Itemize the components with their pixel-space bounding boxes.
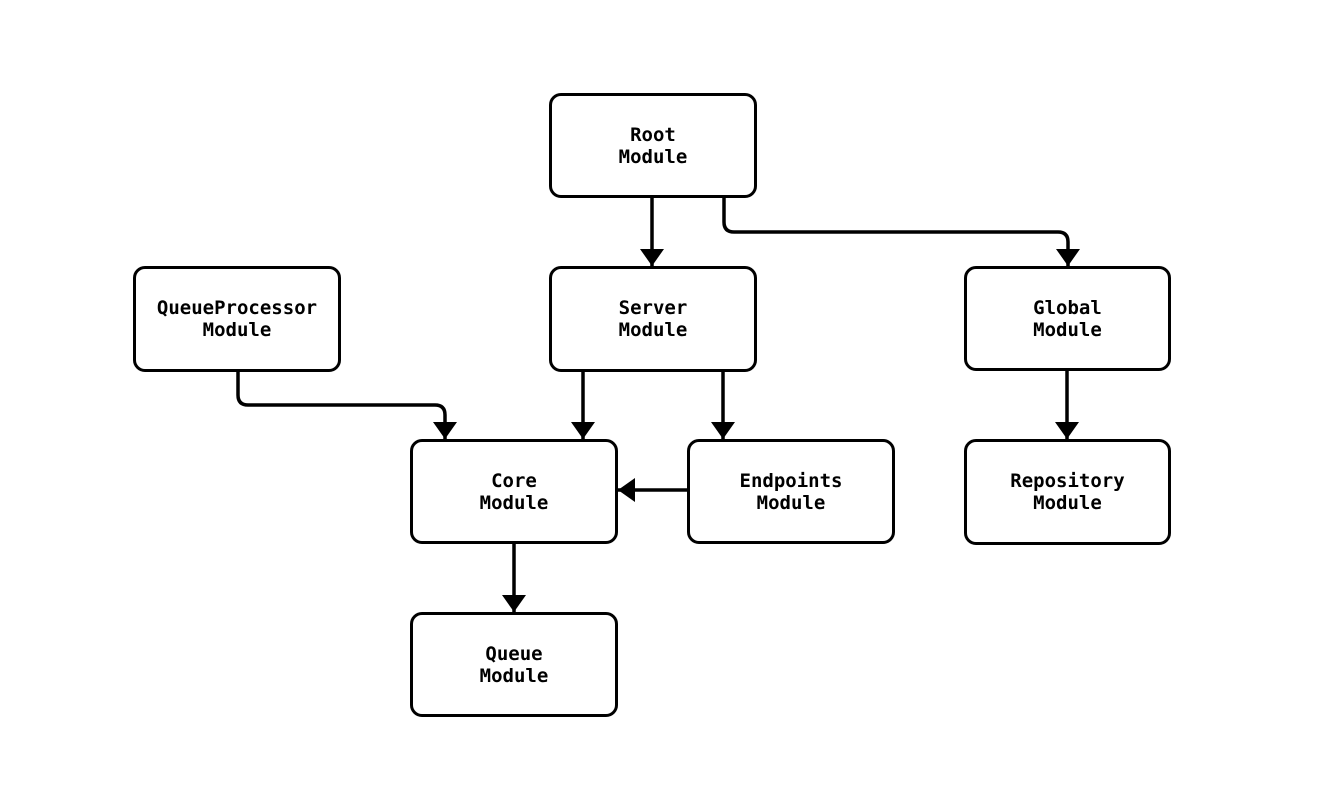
node-label: Global Module <box>1033 296 1102 341</box>
node-label: Core Module <box>479 469 549 514</box>
node-endpoints-module: Endpoints Module <box>687 439 895 544</box>
node-global-module: Global Module <box>964 266 1171 371</box>
node-repository-module: Repository Module <box>964 439 1171 545</box>
node-label: Queue Module <box>479 642 549 687</box>
edge-queueprocessor-to-core <box>236 372 457 439</box>
edge-group <box>236 198 1080 612</box>
node-label: Root Module <box>618 123 688 168</box>
node-queueprocessor-module: QueueProcessor Module <box>133 266 341 372</box>
node-core-module: Core Module <box>410 439 618 544</box>
node-label: Server Module <box>618 297 688 341</box>
node-label: QueueProcessor Module <box>156 297 318 341</box>
edge-root-to-global <box>722 198 1080 266</box>
node-label: Repository Module <box>1010 470 1125 514</box>
node-label: Endpoints Module <box>739 469 843 514</box>
node-server-module: Server Module <box>549 266 757 372</box>
node-queue-module: Queue Module <box>410 612 618 717</box>
node-root-module: Root Module <box>549 93 757 198</box>
